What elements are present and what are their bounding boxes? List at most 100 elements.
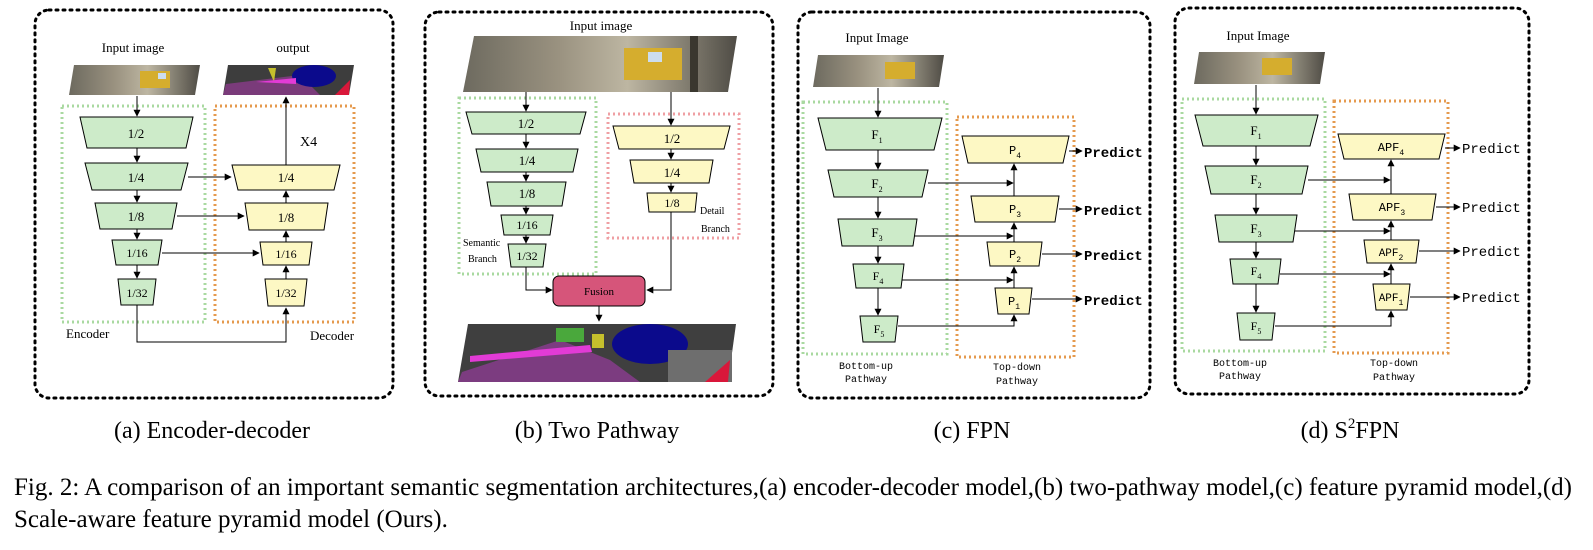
predict-label: Predict xyxy=(1084,249,1143,265)
subcaption-c: (c) FPN xyxy=(934,418,1011,444)
top-down-region xyxy=(955,115,1076,359)
svg-text:F5: F5 xyxy=(1251,319,1262,336)
output-segmentation-thumbnail xyxy=(223,65,354,95)
svg-text:APF1: APF1 xyxy=(1379,293,1404,308)
semantic-branch-label: Semantic xyxy=(463,238,501,249)
detail-to-fusion-arrow xyxy=(646,212,672,294)
svg-text:F3: F3 xyxy=(1250,221,1261,239)
input-image-thumbnail xyxy=(69,65,200,95)
bottom-up-block: F3 xyxy=(1214,214,1298,243)
svg-text:F3: F3 xyxy=(871,225,882,243)
top-down-pathway-label: Top-down xyxy=(1370,358,1418,370)
predict-label: Predict xyxy=(1462,291,1521,307)
fusion-block: Fusion xyxy=(552,275,646,307)
f5-to-apf1-arrow xyxy=(1275,310,1395,327)
predict-label: Predict xyxy=(1084,146,1143,162)
svg-text:F2: F2 xyxy=(871,176,882,194)
encoder-arrows xyxy=(133,96,290,279)
panel-b-frame xyxy=(423,10,775,398)
decoder-region xyxy=(213,104,356,324)
apf-block: APF4 xyxy=(1337,133,1446,160)
semantic-block: 1/4 xyxy=(475,148,579,173)
svg-text:1/16: 1/16 xyxy=(126,246,147,260)
upsample-label: X4 xyxy=(300,135,317,150)
svg-text:P2: P2 xyxy=(1009,248,1021,265)
svg-text:1/32: 1/32 xyxy=(126,286,147,300)
decoder-label: Decoder xyxy=(310,328,355,343)
svg-text:1/8: 1/8 xyxy=(664,196,679,210)
svg-text:Fusion: Fusion xyxy=(584,286,614,298)
svg-text:F1: F1 xyxy=(1250,123,1261,141)
svg-text:1/16: 1/16 xyxy=(516,218,537,232)
bottom-up-block: F1 xyxy=(817,117,943,151)
svg-text:APF4: APF4 xyxy=(1378,141,1405,158)
svg-text:1/4: 1/4 xyxy=(128,170,145,185)
decoder-block: 1/32 xyxy=(264,278,308,307)
semantic-block: 1/2 xyxy=(465,111,587,135)
f5-to-p1-arrow xyxy=(898,314,1018,327)
top-down-pathway-label: Top-down xyxy=(993,362,1041,374)
top-down-pathway-label: Pathway xyxy=(1373,372,1415,384)
top-down-region xyxy=(1332,99,1450,355)
detail-branch-region xyxy=(606,112,741,240)
fpn-arrows xyxy=(874,88,1083,316)
svg-text:F1: F1 xyxy=(871,127,882,145)
input-image-label: Input Image xyxy=(845,30,908,45)
top-down-block: P4 xyxy=(961,135,1070,164)
encoder-region xyxy=(60,104,207,324)
panel-encoder-decoder: Input image output 1/2 1/4 xyxy=(33,8,395,400)
decoder-block: 1/16 xyxy=(259,241,313,266)
input-image-label: Input Image xyxy=(1226,28,1289,43)
bottom-up-pathway-label: Pathway xyxy=(845,374,887,386)
encoder-block: 1/16 xyxy=(111,239,163,266)
encoder-block: 1/32 xyxy=(117,278,157,306)
s2fpn-arrows xyxy=(1252,85,1461,313)
apf-block: APF2 xyxy=(1363,239,1420,264)
output-segmentation-thumbnail xyxy=(458,324,736,382)
svg-text:APF3: APF3 xyxy=(1379,201,1406,218)
semantic-branch-region xyxy=(457,96,598,276)
two-pathway-arrows xyxy=(522,92,675,244)
svg-text:1/4: 1/4 xyxy=(664,165,681,180)
svg-text:1/4: 1/4 xyxy=(519,153,536,168)
figure-caption: Fig. 2: A comparison of an important sem… xyxy=(14,474,1572,533)
bottom-up-region xyxy=(1180,97,1327,353)
predict-label: Predict xyxy=(1084,294,1143,310)
svg-text:1/32: 1/32 xyxy=(275,286,296,300)
svg-text:P4: P4 xyxy=(1009,144,1021,161)
svg-text:APF2: APF2 xyxy=(1379,248,1404,263)
detail-branch-label: Detail xyxy=(700,206,725,217)
decoder-block: 1/8 xyxy=(244,202,329,231)
bottom-up-block: F5 xyxy=(1236,312,1276,341)
input-image-label: Input image xyxy=(570,18,633,33)
bottom-up-block: F4 xyxy=(1229,258,1282,285)
svg-text:P3: P3 xyxy=(1009,203,1021,220)
decoder-block: 1/4 xyxy=(231,164,341,191)
top-down-block: P3 xyxy=(970,195,1060,223)
bottom-up-pathway-label: Bottom-up xyxy=(1213,359,1267,370)
svg-text:1/8: 1/8 xyxy=(519,186,536,201)
panel-s2fpn: Input Image F1 F2 F3 F4 F5 APF4 xyxy=(1173,6,1531,396)
output-label: output xyxy=(276,40,310,55)
bottom-up-pathway-label: Pathway xyxy=(1219,371,1261,383)
predict-label: Predict xyxy=(1462,142,1521,158)
svg-text:1/2: 1/2 xyxy=(518,116,535,131)
bottom-up-block: F2 xyxy=(1204,165,1309,195)
apf-block: APF1 xyxy=(1372,283,1411,311)
subcaption-d: (d) S2FPN xyxy=(1301,416,1400,444)
bottom-up-block: F5 xyxy=(859,315,899,343)
architecture-figure: Input image output 1/2 1/4 xyxy=(33,6,1531,444)
encoder-label: Encoder xyxy=(66,326,110,341)
bottom-up-block: F4 xyxy=(852,263,905,289)
detail-block: 1/8 xyxy=(646,192,698,213)
svg-text:P1: P1 xyxy=(1008,295,1020,312)
detail-branch-label: Branch xyxy=(701,224,730,235)
subcaption-b: (b) Two Pathway xyxy=(515,418,680,444)
svg-text:F4: F4 xyxy=(873,269,884,286)
svg-text:1/32: 1/32 xyxy=(516,249,537,263)
input-image-thumbnail xyxy=(813,55,944,87)
encoder-block: 1/4 xyxy=(84,162,189,191)
semantic-block: 1/8 xyxy=(486,181,567,207)
detail-block: 1/4 xyxy=(629,159,714,184)
encoder-block: 1/8 xyxy=(94,202,178,230)
